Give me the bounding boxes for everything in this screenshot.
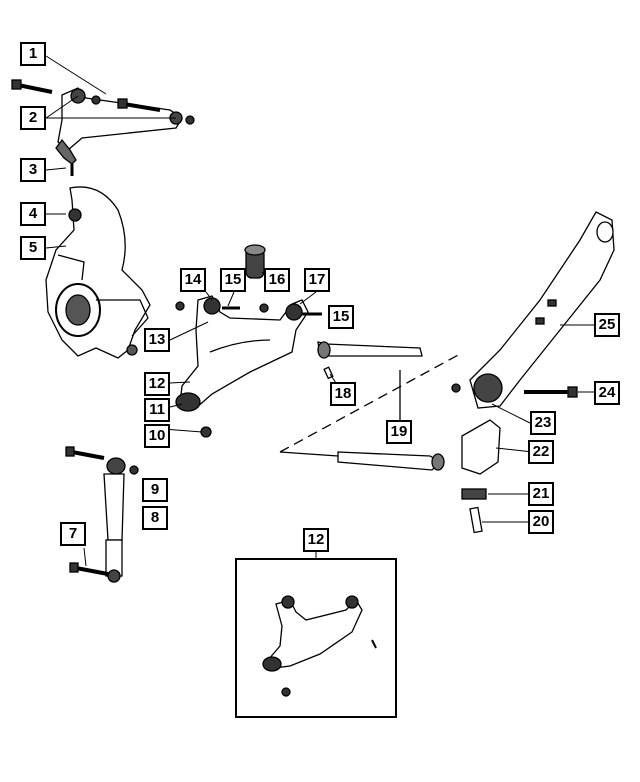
callout-5: 5 xyxy=(20,236,46,260)
callout-7: 7 xyxy=(60,522,86,546)
inset-frame xyxy=(235,558,397,718)
callout-1: 1 xyxy=(20,42,46,66)
callout-25: 25 xyxy=(594,313,620,337)
callout-14: 14 xyxy=(180,268,206,292)
callout-15: 15 xyxy=(220,268,246,292)
callout-3: 3 xyxy=(20,158,46,182)
callout-20: 20 xyxy=(528,510,554,534)
inset-control-arm xyxy=(262,595,377,697)
callout-17: 17 xyxy=(304,268,330,292)
callout-23: 23 xyxy=(530,411,556,435)
callout-24: 24 xyxy=(594,381,620,405)
callout-21: 21 xyxy=(528,482,554,506)
callout-13: 13 xyxy=(144,328,170,352)
callout-11: 11 xyxy=(144,398,170,422)
crossmember xyxy=(451,211,615,409)
callout-19: 19 xyxy=(386,420,412,444)
callout-16: 16 xyxy=(264,268,290,292)
steering-knuckle xyxy=(45,186,151,359)
callout-15-right: 15 xyxy=(328,305,354,329)
callout-10: 10 xyxy=(144,424,170,448)
lower-control-arm xyxy=(175,295,322,438)
callout-9: 9 xyxy=(142,478,168,502)
torsion-bar xyxy=(279,341,461,471)
bushing xyxy=(244,244,266,279)
callout-8: 8 xyxy=(142,506,168,530)
adjuster-parts xyxy=(461,419,501,534)
callout-2: 2 xyxy=(20,106,46,130)
shock-absorber xyxy=(65,446,139,583)
callout-12: 12 xyxy=(144,372,170,396)
callout-4: 4 xyxy=(20,202,46,226)
callout-18: 18 xyxy=(330,382,356,406)
callout-22: 22 xyxy=(528,440,554,464)
callout-12-inset: 12 xyxy=(303,528,329,552)
